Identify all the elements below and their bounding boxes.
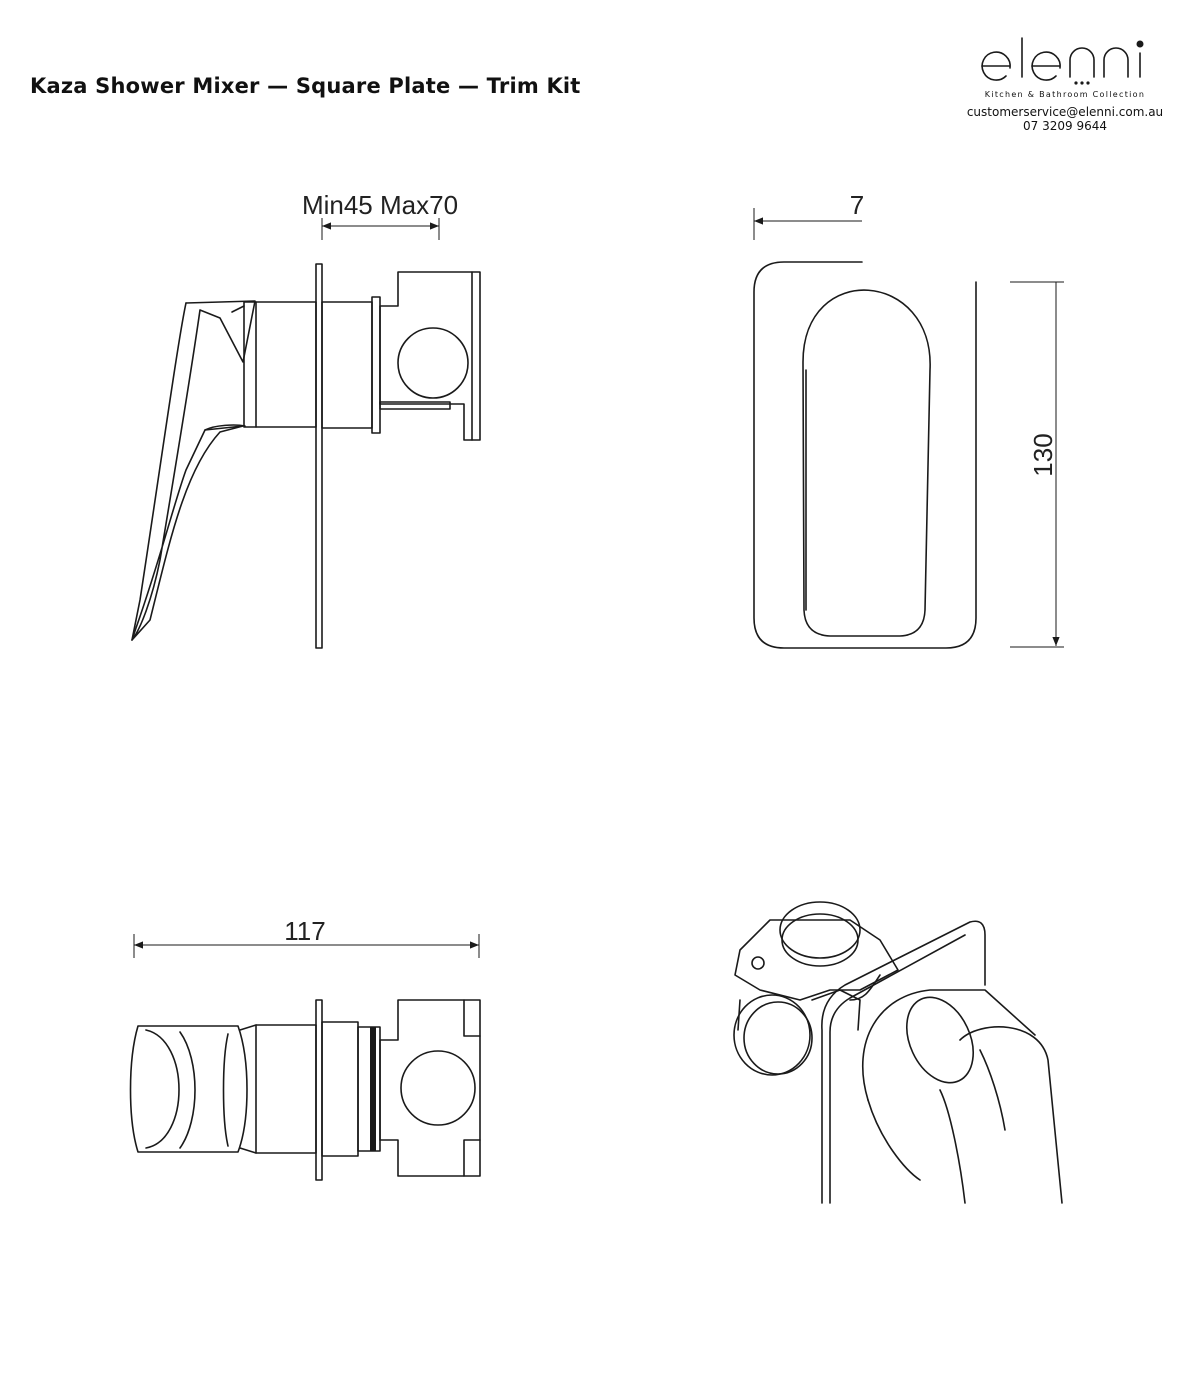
iso-port-top: [779, 901, 861, 959]
mixer-body-top: [255, 1024, 317, 1154]
mixer-body-side: [243, 301, 317, 428]
dim-plate-height: 130: [1028, 433, 1058, 476]
page-title: Kaza Shower Mixer — Square Plate — Trim …: [30, 74, 581, 98]
square-plate: [753, 261, 977, 649]
side-view: Min45 Max70: [131, 190, 481, 649]
iso-body: [862, 989, 1036, 1101]
dim-plate-depth: 7: [850, 190, 864, 220]
isometric-view: [733, 901, 1063, 1204]
valve-housing-side: [379, 271, 481, 441]
iso-valve-block: [734, 919, 899, 1001]
iso-lever: [959, 1026, 1063, 1204]
lever-handle-top: [129, 1025, 248, 1153]
top-view: 117: [129, 916, 481, 1181]
contact-phone[interactable]: 07 3209 9644: [1023, 119, 1107, 133]
iso-port-front: [733, 994, 811, 1076]
iso-plate: [821, 920, 986, 1204]
elenni-logo: elenni: [981, 37, 1144, 85]
dim-side-depth: Min45 Max70: [302, 190, 458, 220]
inlet-port-top: [400, 1050, 476, 1126]
wall-plate-side: [315, 263, 323, 649]
contact-email[interactable]: customerservice@elenni.com.au: [966, 105, 1164, 119]
dim-overall-length: 117: [284, 916, 325, 946]
lever-handle-side: [131, 300, 256, 641]
brand-block: elenni Kitchen & Bathroom Collection cus…: [960, 28, 1170, 133]
wall-plate-top: [315, 999, 323, 1181]
lever-face-front: [802, 289, 931, 637]
brand-tagline: Kitchen & Bathroom Collection: [984, 90, 1146, 99]
front-view: 7 130: [753, 190, 1064, 649]
valve-housing-top: [379, 999, 481, 1177]
inlet-port-side: [397, 327, 469, 399]
